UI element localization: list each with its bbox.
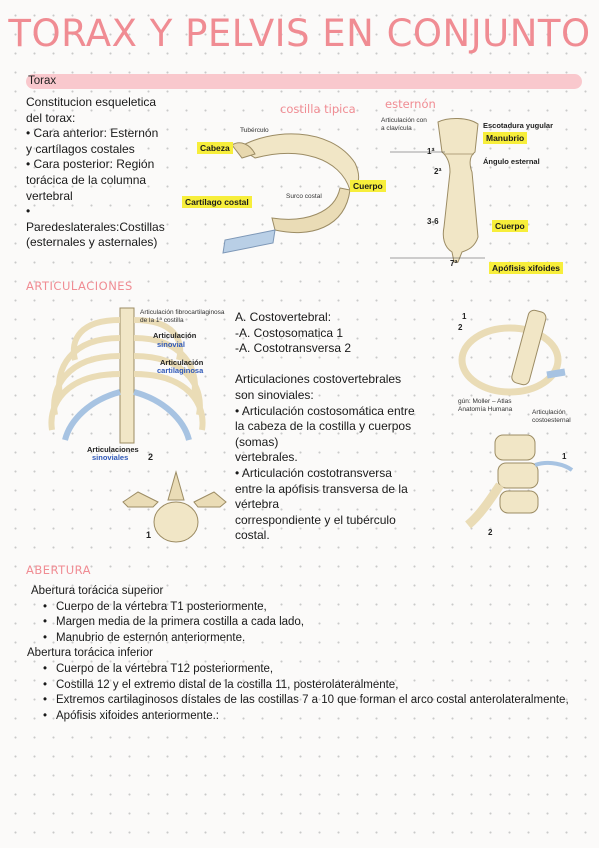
fig3-num-2: 2 <box>458 323 463 332</box>
sternum-label-articulacion: Articulación con a clavícula <box>381 117 427 132</box>
sternum-tag-cuerpo: Cuerpo <box>492 220 528 232</box>
fig3-label-costoesternal: Articulación costoesternal <box>532 409 571 424</box>
sternum-tag-manubrio: Manubrio <box>483 132 528 144</box>
sternum-num-7: 7ª <box>450 259 458 268</box>
sternum-tag-apofisis: Apófisis xifoides <box>489 262 564 274</box>
sternum-leader-lines <box>390 151 485 259</box>
list-item: Margen media de la primera costilla a ca… <box>42 615 597 631</box>
fig3-credit: gún: Moller – Atlas Anatomía Humana <box>458 398 513 413</box>
sternum-illustration <box>437 118 479 263</box>
fig1-label-cartilaginosa-1: Articulación <box>160 358 204 367</box>
page-title: TORAX Y PELVIS EN CONJUNTO <box>8 12 591 55</box>
sternum-num-2: 2ª <box>434 167 442 176</box>
torax-text: Constitucion esqueletica del torax: • Ca… <box>26 95 165 250</box>
fig2-num-2: 2 <box>148 452 154 462</box>
list-item: Cuerpo de la vértebra T12 posteriormente… <box>42 662 597 678</box>
section-heading-abertura: ABERTURA <box>26 563 92 577</box>
fig1-label-sinoviales-1: Articulaciones <box>87 445 139 454</box>
section-heading-articulaciones: ARTICULACIONES <box>26 279 133 293</box>
sternum-title: esternón <box>385 97 436 111</box>
sternum-num-36: 3-6 <box>427 217 439 226</box>
list-item: Manubrio de esternón anteriormente. <box>42 631 597 647</box>
fig4-num-1: 1 <box>562 452 567 461</box>
rib-illustration <box>222 133 360 254</box>
rib-tag-cartilago: Cartílago costal <box>182 196 252 208</box>
section-heading-torax: Torax <box>28 75 57 87</box>
vertebra-illustration <box>122 470 227 543</box>
abertura-content: Abertura torácica superior Cuerpo de la … <box>27 584 597 724</box>
fig1-label-sinovial-2: sinovial <box>157 340 185 349</box>
abertura-inferior-list: Cuerpo de la vértebra T12 posteriormente… <box>27 662 597 724</box>
rib-title: costilla tipica <box>280 102 356 116</box>
list-item: Apófisis xifoides anteriormente.: <box>42 709 597 725</box>
fig4-num-2: 2 <box>488 528 493 537</box>
articulaciones-text: A. Costovertebral: -A. Costosomatica 1 -… <box>235 310 415 543</box>
rib-tag-cabeza: Cabeza <box>197 142 233 154</box>
fig2-num-1: 1 <box>146 530 152 540</box>
fig1-label-sinoviales-2: sinoviales <box>92 453 129 462</box>
abertura-inferior-title: Abertura torácica inferior <box>27 647 153 660</box>
sternum-label-angulo: Ángulo esternal <box>483 157 540 166</box>
list-item: Cuerpo de la vértebra T1 posteriormente, <box>42 600 597 616</box>
list-item: Costilla 12 y el extremo distal de la co… <box>42 678 597 694</box>
rib-tag-cuerpo: Cuerpo <box>350 180 386 192</box>
sternum-label-escotadura: Escotadura yugular <box>483 121 554 130</box>
list-item: Extremos cartilaginosos dístales de las … <box>42 693 597 709</box>
ribcage-illustration <box>48 307 206 444</box>
abertura-superior-title: Abertura torácica superior <box>31 585 164 597</box>
abertura-superior-list: Cuerpo de la vértebra T1 posteriormente,… <box>27 600 597 647</box>
rib-label-tuberculo: Tubérculo <box>240 127 269 134</box>
costovertebral-illustration <box>465 434 574 529</box>
fig3-num-1: 1 <box>462 312 467 321</box>
fig1-label-fibro: Articulación fibrocartilaginosa de la 1ª… <box>140 309 225 324</box>
rib-label-surco: Surco costal <box>286 193 322 200</box>
fig1-label-sinovial-1: Articulación <box>153 331 197 340</box>
section-band-torax <box>26 74 582 89</box>
sternum-num-1: 1ª <box>427 147 435 156</box>
fig1-label-cartilaginosa-2: cartilaginosa <box>157 366 204 375</box>
rib-sternum-illustration <box>458 309 566 396</box>
